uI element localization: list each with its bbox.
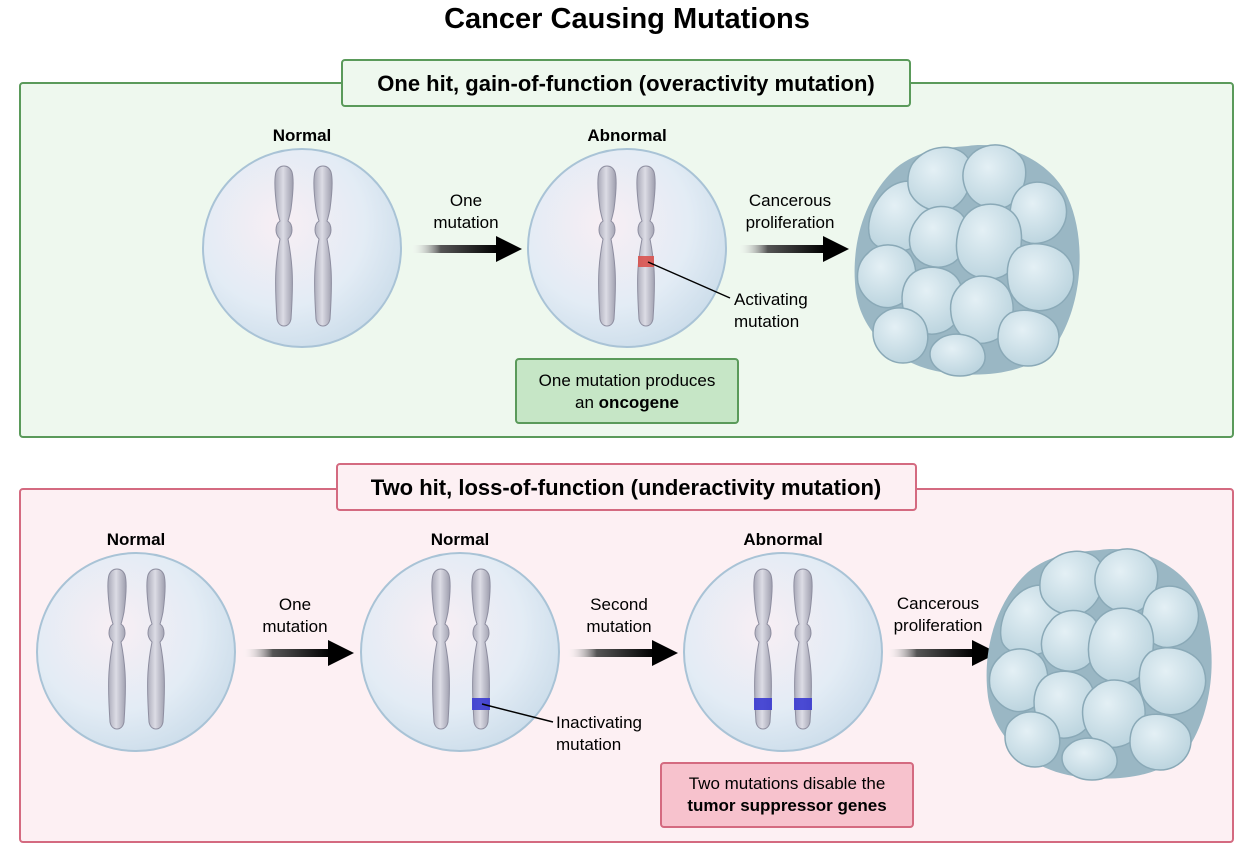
- loss-normal-cell-2: [360, 552, 560, 752]
- gain-stage-abnormal-label: Abnormal: [587, 126, 666, 145]
- loss-arrow2-label-line1: Second: [590, 595, 648, 614]
- loss-arrow-one-mutation: One mutation: [242, 595, 354, 666]
- loss-stage1-label: Normal: [107, 530, 166, 549]
- loss-stage3-label: Abnormal: [743, 530, 822, 549]
- activating-callout-line1: Activating: [734, 290, 808, 309]
- inactivating-mutation-band: [794, 698, 812, 710]
- activating-mutation-band: [638, 256, 654, 267]
- loss-arrow1-label-line2: mutation: [262, 617, 327, 636]
- loss-panel-title-box: [336, 463, 917, 511]
- gain-arrow2-label-line2: proliferation: [746, 213, 835, 232]
- inactivating-callout-line1: Inactivating: [556, 713, 642, 732]
- gain-arrow1-label-line2: mutation: [433, 213, 498, 232]
- loss-note-box: [660, 762, 914, 828]
- loss-stage2-label: Normal: [431, 530, 490, 549]
- loss-of-function-panel: Two hit, loss-of-function (underactivity…: [19, 463, 1234, 843]
- loss-note-line1: Two mutations disable the: [689, 774, 886, 793]
- loss-panel-title: Two hit, loss-of-function (underactivity…: [371, 475, 881, 500]
- gain-note-box: [515, 358, 739, 424]
- inactivating-mutation-band: [754, 698, 772, 710]
- oncogene-term: oncogene: [599, 393, 679, 412]
- gain-arrow2-label-line1: Cancerous: [749, 191, 831, 210]
- inactivating-callout-line: [481, 703, 554, 723]
- loss-tumor-cluster: [985, 548, 1213, 781]
- loss-arrow-proliferation: Cancerous proliferation: [886, 594, 998, 666]
- gain-arrow1-label-line1: One: [450, 191, 482, 210]
- gain-note-line1: One mutation produces: [539, 371, 716, 390]
- activating-callout-line2: mutation: [734, 312, 799, 331]
- gain-tumor-cluster: [853, 144, 1081, 377]
- loss-arrow-second-mutation: Second mutation: [566, 595, 678, 666]
- inactivating-mutation-band: [472, 698, 490, 710]
- tumor-suppressor-genes-term: tumor suppressor genes: [687, 796, 886, 815]
- loss-arrow1-label-line1: One: [279, 595, 311, 614]
- activating-callout-line: [647, 261, 731, 299]
- gain-panel-title: One hit, gain-of-function (overactivity …: [377, 71, 874, 96]
- gain-abnormal-cell: [527, 148, 727, 348]
- gain-note-line2: an oncogene: [575, 393, 679, 412]
- loss-arrow3-label-line1: Cancerous: [897, 594, 979, 613]
- inactivating-callout-line2: mutation: [556, 735, 621, 754]
- loss-abnormal-cell: [683, 552, 883, 752]
- gain-stage-normal-label: Normal: [273, 126, 332, 145]
- gain-arrow-proliferation: Cancerous proliferation: [737, 191, 849, 262]
- gain-normal-cell: [202, 148, 402, 348]
- page-title: Cancer Causing Mutations: [444, 3, 810, 35]
- loss-arrow2-label-line2: mutation: [586, 617, 651, 636]
- loss-arrow3-label-line2: proliferation: [894, 616, 983, 635]
- loss-normal-cell-1: [36, 552, 236, 752]
- gain-of-function-panel: One hit, gain-of-function (overactivity …: [19, 59, 1234, 438]
- gain-panel-title-box: [341, 59, 911, 107]
- gain-arrow-one-mutation: One mutation: [410, 191, 522, 262]
